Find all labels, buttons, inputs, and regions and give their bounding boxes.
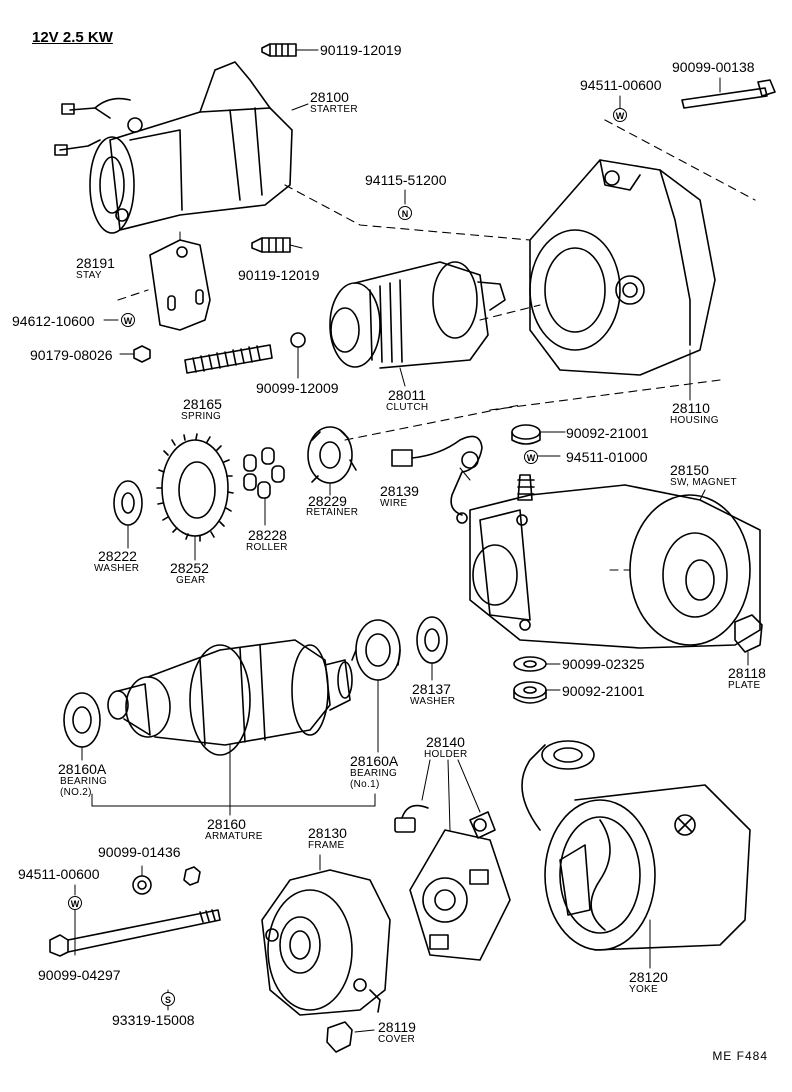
part-28160A-no1-number: 28160A — [350, 753, 399, 769]
part-90099-00138: 90099-00138 — [672, 59, 755, 75]
part-28228-name: ROLLER — [246, 542, 288, 553]
part-28160-name: ARMATURE — [205, 831, 263, 842]
rollers-28228 — [243, 447, 285, 499]
part-94511-01000: 94511-01000 — [566, 449, 648, 465]
part-28191-number: 28191 — [76, 255, 115, 271]
part-93319-15008: 93319-15008 — [112, 1012, 195, 1028]
part-28228-number: 28228 — [248, 527, 287, 543]
part-90099-12009: 90099-12009 — [256, 380, 339, 396]
part-28100-number: 28100 — [310, 89, 349, 105]
frame — [261, 869, 391, 1016]
part-28222-name: WASHER — [94, 563, 140, 574]
starter-assembly — [54, 61, 293, 234]
plate-28118 — [734, 614, 763, 653]
through-bolt-90099-04297 — [49, 909, 221, 957]
yoke — [521, 740, 751, 951]
part-28110-name: HOUSING — [670, 415, 719, 426]
washer-28222 — [113, 480, 143, 526]
part-94612-10600: 94612-10600 — [12, 313, 95, 329]
magnet-switch — [469, 474, 761, 649]
screw-90119-12019-b — [251, 237, 291, 253]
part-90099-01436: 90099-01436 — [98, 844, 181, 860]
part-28139-name: WIRE — [380, 498, 408, 509]
part-90092-21001-b: 90092-21001 — [562, 683, 645, 699]
bearing-no1 — [351, 619, 401, 681]
part-28100-name: STARTER — [310, 104, 358, 115]
part-28118-name: PLATE — [728, 680, 761, 691]
part-28139-number: 28139 — [380, 483, 419, 499]
part-90179-08026: 90179-08026 — [30, 347, 113, 363]
part-28160-number: 28160 — [207, 816, 246, 832]
part-28160A-no1-name: BEARING — [350, 768, 398, 779]
part-28160A-no2-name: BEARING — [60, 776, 108, 787]
part-28011-number: 28011 — [388, 387, 426, 403]
part-28130-number: 28130 — [308, 825, 347, 841]
gear-28252 — [156, 433, 234, 542]
part-28137-name: WASHER — [410, 696, 456, 707]
part-28118-number: 28118 — [728, 665, 766, 681]
part-28140-name: HOLDER — [424, 749, 468, 760]
part-94511-00600-b: 94511-00600 — [18, 866, 100, 882]
nut-mark-n: N — [398, 206, 412, 220]
diagram-code: ME F484 — [712, 1049, 768, 1063]
part-28160A-no2-number: 28160A — [58, 761, 107, 777]
washer-90099-01436 — [132, 875, 152, 895]
washer-mark-w-bottom: W — [68, 896, 82, 910]
spring — [184, 344, 273, 374]
part-90099-02325: 90099-02325 — [562, 656, 645, 672]
bearing-no2 — [63, 692, 101, 748]
retainer-28229 — [307, 426, 357, 484]
part-90119-12019-b: 90119-12019 — [238, 267, 320, 283]
clutch — [329, 261, 506, 369]
part-28119-number: 28119 — [378, 1019, 416, 1035]
washer-90099-02325 — [513, 656, 547, 672]
screw-mark-s: S — [161, 992, 175, 1006]
part-28252-name: GEAR — [176, 575, 206, 586]
part-28165-name: SPRING — [181, 411, 222, 422]
diagram-title: 12V 2.5 KW — [32, 29, 113, 46]
part-28150-name: SW, MAGNET — [670, 477, 737, 488]
part-90092-21001-a: 90092-21001 — [566, 425, 649, 441]
part-28229-name: RETAINER — [306, 507, 359, 518]
part-28160A-no2-sub: (NO.2) — [60, 787, 92, 798]
part-90099-04297: 90099-04297 — [38, 967, 121, 983]
washer-mark-w-left: W — [121, 313, 135, 327]
bolt-90099-00138 — [681, 79, 776, 109]
part-28110-number: 28110 — [672, 400, 710, 416]
washer-mark-w-top: W — [613, 108, 627, 122]
screw-90119-12019-a — [261, 43, 297, 57]
part-28229-number: 28229 — [308, 493, 347, 509]
part-28191-name: STAY — [76, 270, 102, 281]
nut-90092-21001-b — [513, 681, 547, 704]
washer-28137 — [416, 616, 448, 664]
part-28222-number: 28222 — [98, 548, 137, 564]
part-28165-number: 28165 — [183, 396, 222, 412]
brush-holder — [394, 804, 511, 961]
part-28252-number: 28252 — [170, 560, 209, 576]
part-94511-00600-a: 94511-00600 — [580, 77, 662, 93]
washer-mark-w-switch: W — [524, 450, 538, 464]
nut-90092-21001-a — [511, 424, 541, 445]
part-28160A-no1-sub: (No.1) — [350, 779, 380, 790]
wire-28139 — [391, 435, 483, 524]
part-90119-12019-a: 90119-12019 — [320, 42, 402, 58]
housing — [529, 159, 716, 376]
part-28137-number: 28137 — [412, 681, 451, 697]
part-28119-name: COVER — [378, 1034, 416, 1045]
cover-28119 — [326, 1021, 353, 1053]
part-28130-name: FRAME — [308, 840, 345, 851]
part-28011-name: CLUTCH — [386, 402, 429, 413]
ball-90099-12009 — [290, 332, 306, 348]
part-94115-51200: 94115-51200 — [365, 172, 447, 188]
stay-bracket — [149, 239, 211, 331]
nut-90179-08026 — [133, 345, 151, 363]
part-28120-name: YOKE — [629, 984, 658, 995]
nut-small — [183, 866, 201, 886]
part-28120-number: 28120 — [629, 969, 668, 985]
part-28150-number: 28150 — [670, 462, 709, 478]
part-28140-number: 28140 — [426, 734, 465, 750]
armature — [107, 639, 353, 756]
